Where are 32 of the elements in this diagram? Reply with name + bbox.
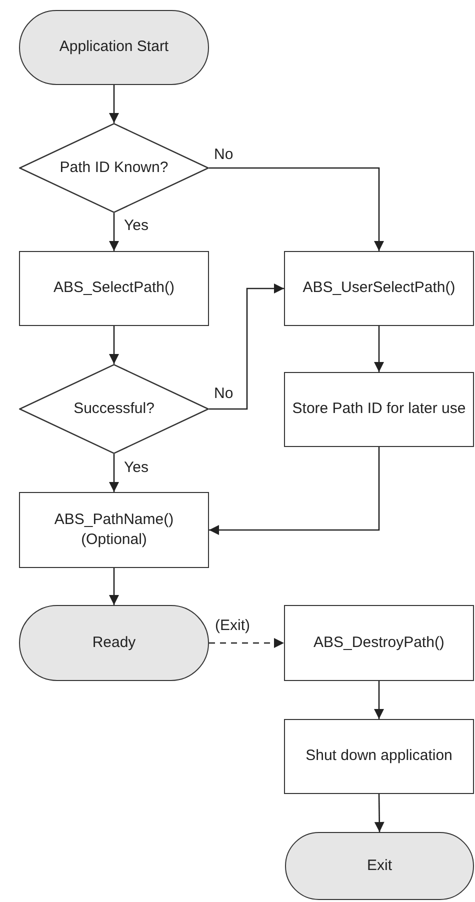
arrow — [374, 794, 384, 832]
node-label: Shut down application — [304, 746, 454, 766]
node-label: ABS_DestroyPath() — [312, 632, 446, 653]
arrow — [209, 167, 384, 251]
arrow — [109, 85, 119, 123]
process-box — [284, 605, 474, 681]
node-label: Successful? — [72, 398, 156, 419]
node-label: ABS_SelectPath() — [52, 278, 176, 298]
arrow — [209, 284, 284, 410]
arrow — [374, 681, 384, 719]
dashed-arrow — [209, 638, 284, 648]
node-label: Path ID Known? — [58, 158, 170, 178]
node-label: ABS_PathName() (Optional) — [53, 510, 175, 550]
process-box — [19, 492, 209, 568]
node-label: Application Start — [58, 37, 170, 58]
process-box — [284, 372, 474, 447]
node-label: Ready — [91, 632, 137, 653]
edge-label: (Exit) — [214, 617, 251, 635]
arrow — [109, 213, 119, 251]
process-box — [19, 251, 209, 326]
arrow — [374, 326, 384, 372]
node-label: Exit — [366, 856, 393, 876]
decision-diamond — [19, 364, 209, 454]
node-label: Store Path ID for later use — [291, 399, 467, 420]
arrow — [209, 447, 380, 535]
arrow — [109, 454, 119, 492]
process-box — [284, 719, 474, 794]
node-label: ABS_UserSelectPath() — [302, 278, 456, 298]
process-box — [284, 251, 474, 326]
arrow — [109, 568, 119, 605]
decision-diamond — [19, 123, 209, 213]
arrow — [109, 326, 119, 364]
